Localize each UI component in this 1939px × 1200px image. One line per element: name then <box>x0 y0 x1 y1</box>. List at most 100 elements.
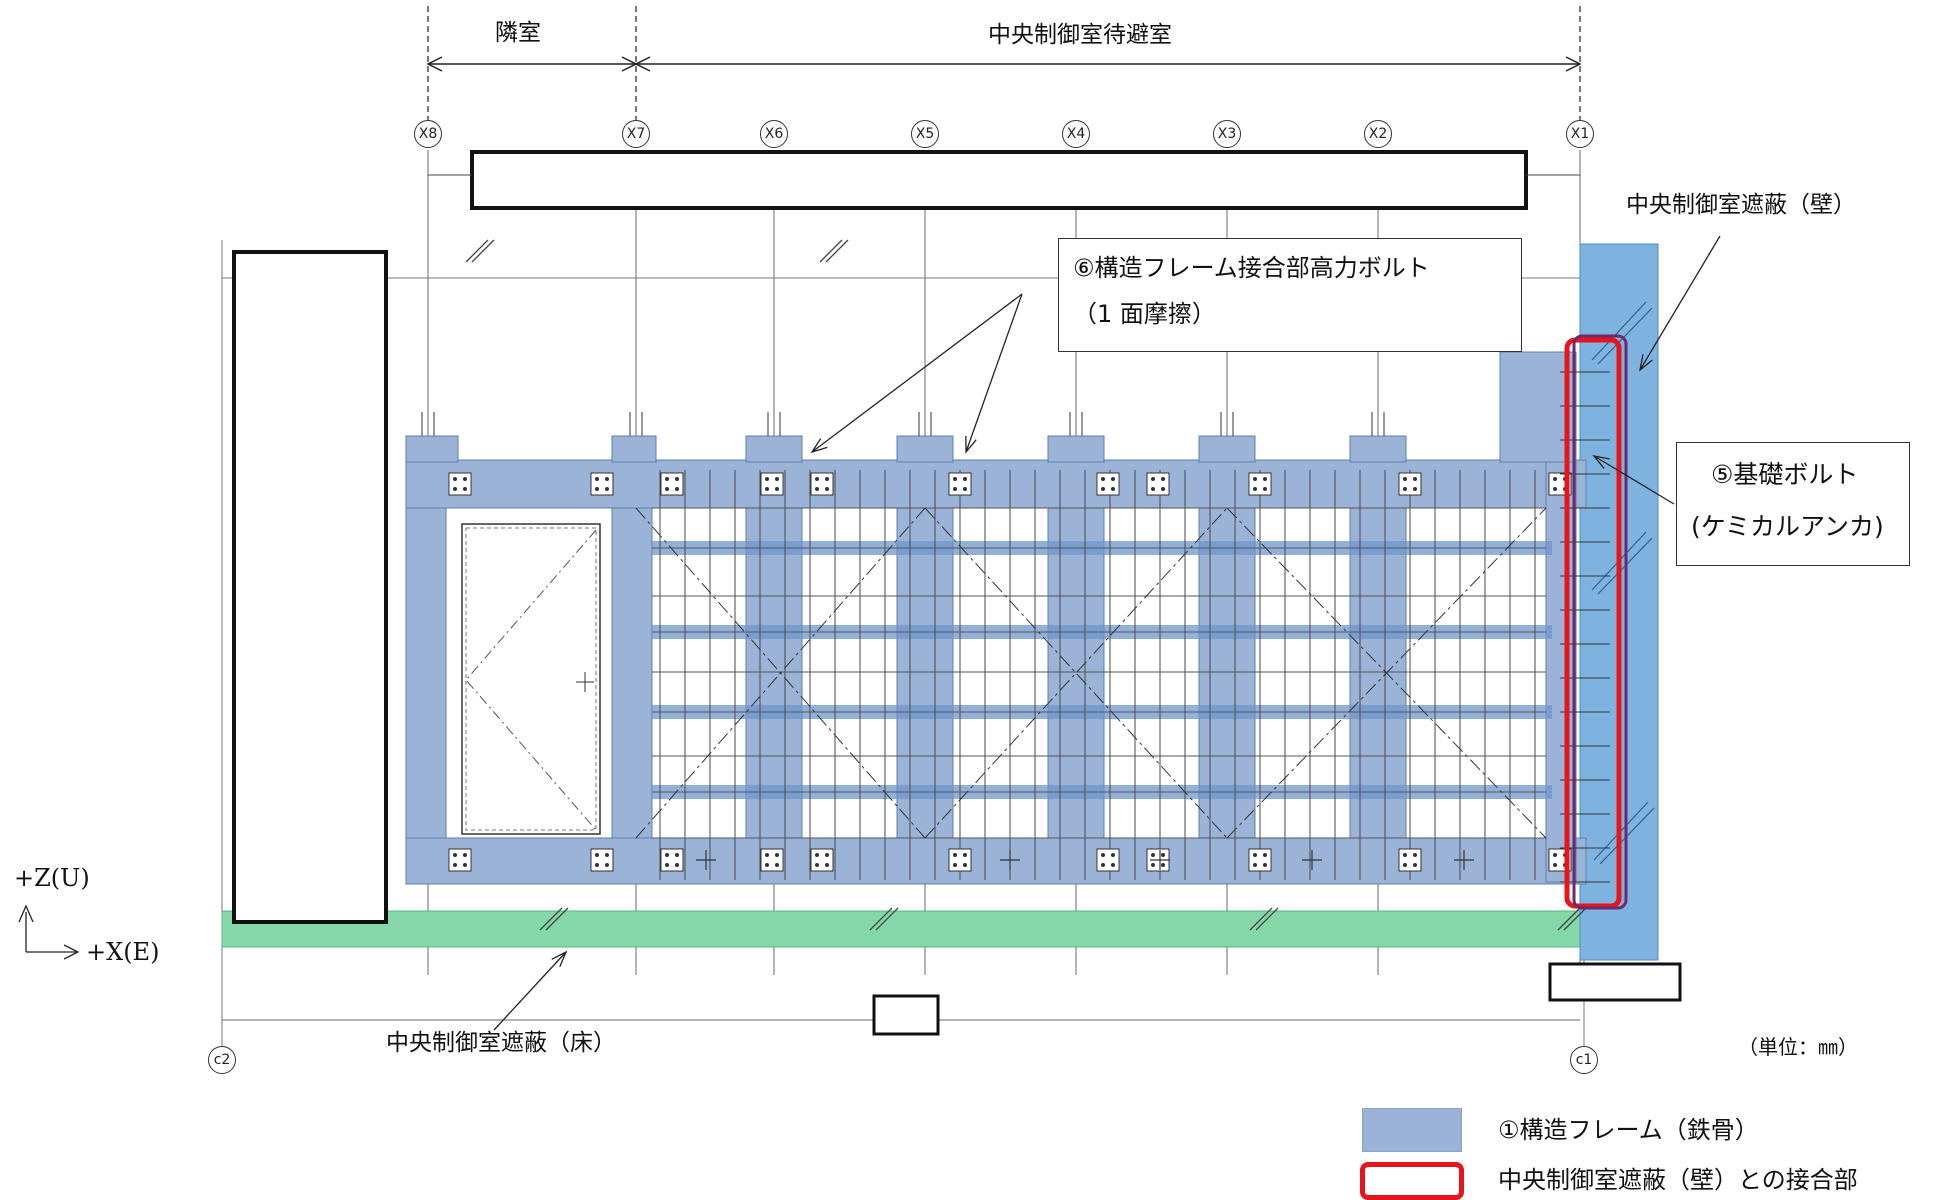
bolt <box>463 863 467 867</box>
leader-wall-shield-head <box>1639 354 1653 372</box>
bolt <box>765 477 769 481</box>
bolt <box>1101 863 1105 867</box>
bolt-group-top <box>448 472 472 496</box>
bolt <box>953 853 957 857</box>
bolt <box>605 853 609 857</box>
bolt <box>953 863 957 867</box>
grid-tag-c1: c1 <box>1570 1046 1598 1074</box>
frame-column-cap <box>611 435 657 463</box>
callout-frame-bolts-line2: （1 面摩擦） <box>1073 300 1216 328</box>
bolt <box>815 863 819 867</box>
bolt <box>815 853 819 857</box>
door-swing-line <box>465 529 597 831</box>
callout-anchor-bolts-line2: (ケミカルアンカ) <box>1691 512 1884 541</box>
bolt <box>1253 863 1257 867</box>
bolt <box>463 477 467 481</box>
bolt-group-bottom <box>660 848 684 872</box>
bolt <box>595 487 599 491</box>
frame-brace <box>1226 507 1547 839</box>
grid-tag-x7: X7 <box>622 120 650 148</box>
wall-hatch <box>1591 301 1647 361</box>
grid-tag-c2: c2 <box>208 1046 236 1074</box>
floor-shield-band <box>221 910 1581 948</box>
outline-block-bottom-mid <box>872 994 940 1036</box>
bolt <box>453 863 457 867</box>
bolt <box>1413 863 1417 867</box>
callout-anchor-bolts-line1: ⑤基礎ボルト <box>1711 460 1859 489</box>
leader-frame-bolt-a <box>811 293 1023 453</box>
bolt <box>775 487 779 491</box>
bolt <box>1403 487 1407 491</box>
bolt <box>775 477 779 481</box>
leader-anchor-bolt <box>1593 455 1675 505</box>
callout-frame-bolts: ⑥構造フレーム接合部高力ボルト （1 面摩擦） <box>1058 238 1522 352</box>
frame-wall-column <box>1499 351 1577 463</box>
frame-column-x2 <box>1349 507 1407 839</box>
bolt <box>1161 863 1165 867</box>
bolt <box>1101 487 1105 491</box>
axis-z-head <box>18 904 34 923</box>
bolt <box>595 853 599 857</box>
axis-x-head <box>63 944 80 960</box>
bolt <box>825 853 829 857</box>
axis-label-x: +X(E) <box>86 938 160 966</box>
bolt <box>463 853 467 857</box>
door-inner-frame <box>465 527 597 831</box>
bolt <box>665 487 669 491</box>
label-floor-shield: 中央制御室遮蔽（床） <box>386 1030 616 1056</box>
bolt <box>1403 477 1407 481</box>
hatch-mark <box>471 239 495 263</box>
bolt <box>1111 863 1115 867</box>
joint-outline-purple <box>1572 334 1628 910</box>
grid-tag-x2: X2 <box>1364 120 1392 148</box>
bolt <box>1161 487 1165 491</box>
bolt <box>765 487 769 491</box>
leader-frame-bolt-b-head <box>965 435 977 454</box>
bolt <box>963 477 967 481</box>
frame-details <box>421 371 1610 883</box>
dimension-arrow-refuge-room-head <box>634 56 651 72</box>
bolt <box>825 477 829 481</box>
frame-column-cap <box>405 435 459 463</box>
bolt <box>1111 853 1115 857</box>
dimension-arrow-adjacent-room-head <box>426 56 443 72</box>
hatch-mark <box>819 239 843 263</box>
bolt <box>765 853 769 857</box>
grid-tag-x6: X6 <box>760 120 788 148</box>
wall-hatch <box>1597 307 1653 365</box>
bolt <box>675 863 679 867</box>
bolt <box>1263 477 1267 481</box>
outline-block-left <box>232 250 388 924</box>
dimension-lines <box>232 56 1682 1036</box>
frame-column-x4 <box>1047 507 1105 839</box>
bolt-group-bottom <box>810 848 834 872</box>
frame-brace <box>635 507 926 839</box>
frame-column-cap <box>1047 435 1105 463</box>
bolt <box>595 863 599 867</box>
zone-label-adjacent-room: 隣室 <box>495 20 541 46</box>
bolt <box>605 487 609 491</box>
bolt-group-bottom <box>760 848 784 872</box>
hatch-mark <box>539 907 563 931</box>
bolt <box>1553 477 1557 481</box>
bolt <box>963 853 967 857</box>
bolt <box>775 853 779 857</box>
bolt-group-top <box>948 472 972 496</box>
leader-floor-shield-head <box>551 950 568 968</box>
bolt <box>1263 863 1267 867</box>
callout-anchor-bolts: ⑤基礎ボルト (ケミカルアンカ) <box>1676 442 1910 566</box>
bolt <box>1111 477 1115 481</box>
hatch-mark <box>1563 907 1587 931</box>
grid-tag-x3: X3 <box>1213 120 1241 148</box>
zone-label-refuge-room: 中央制御室待避室 <box>988 22 1172 48</box>
bolt <box>675 477 679 481</box>
bolt-group-bottom <box>1248 848 1272 872</box>
bolt-group-top <box>760 472 784 496</box>
bolt <box>453 477 457 481</box>
hatch-mark <box>1557 907 1581 931</box>
hatch-mark <box>875 907 899 931</box>
bolt <box>1553 487 1557 491</box>
bolt <box>595 477 599 481</box>
frame-edge-post <box>1545 461 1577 883</box>
bolt <box>825 487 829 491</box>
